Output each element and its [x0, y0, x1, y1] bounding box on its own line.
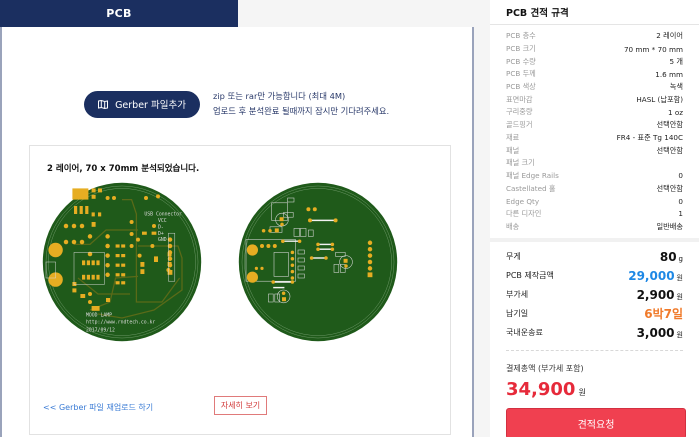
spec-row: PCB 수량 5 개 [506, 55, 683, 68]
spec-value: FR4 - 표준 Tg 140C [616, 132, 683, 142]
spec-value: 1.6 mm [655, 69, 683, 79]
spec-row: 다른 디자인 1 [506, 208, 683, 221]
weight-label: 무게 [506, 252, 521, 261]
analysis-result-title: 2 레이어, 70 x 70mm 분석되었습니다. [47, 164, 200, 174]
spec-value: 선택안함 [656, 120, 683, 130]
pcb-price-label: PCB 제작금액 [506, 271, 554, 280]
spec-value: 1 oz [667, 107, 683, 117]
request-quote-button[interactable]: 견적요청 [506, 408, 686, 437]
spec-label: 구리중량 [506, 107, 533, 117]
spec-label: PCB 두께 [506, 69, 536, 79]
spec-value: 선택안함 [656, 183, 683, 193]
spec-label: 패널 Edge Rails [506, 170, 559, 180]
silk-vcc: VCC [158, 218, 167, 224]
section-divider [490, 238, 699, 242]
upload-note: zip 또는 rar만 가능합니다 (최대 4M) 업로드 후 분석완료 될때까… [213, 89, 389, 119]
lead-time-value: 6박7일 [644, 307, 683, 321]
silk-board-name: MOOD LAMP [86, 312, 112, 318]
spec-value: 일반배송 [656, 221, 683, 231]
spec-row: Castellated 홀 선택안함 [506, 182, 683, 195]
spec-label: PCB 크기 [506, 44, 536, 54]
dotted-divider [506, 350, 683, 351]
spec-value: 2 레이어 [656, 31, 683, 41]
spec-label: 다른 디자인 [506, 208, 542, 218]
spec-row: PCB 층수 2 레이어 [506, 30, 683, 43]
spec-value: 0 [678, 196, 683, 206]
spec-value: 선택안함 [656, 145, 683, 155]
spec-row: 구리중량 1 oz [506, 106, 683, 119]
vat-label: 부가세 [506, 290, 529, 299]
spec-value: 70 mm * 70 mm [623, 44, 683, 54]
spec-row: 패널 Edge Rails 0 [506, 170, 683, 183]
spec-row: PCB 두께 1.6 mm [506, 68, 683, 81]
spec-label: Edge Qty [506, 196, 540, 206]
spec-label: 배송 [506, 221, 520, 231]
spec-label: 패널 [506, 145, 520, 155]
spec-row: 재료 FR4 - 표준 Tg 140C [506, 132, 683, 145]
spec-label: 표면마감 [506, 94, 533, 104]
add-gerber-file-label: Gerber 파일추가 [115, 100, 186, 111]
spec-label: PCB 색상 [506, 82, 536, 92]
spec-label: 재료 [506, 132, 520, 142]
spec-value: 0 [678, 171, 683, 181]
silk-dminus: D- [158, 224, 164, 230]
spec-row: 골드핑거 선택안함 [506, 119, 683, 132]
spec-label: Castellated 홀 [506, 183, 556, 193]
spec-row: Edge Qty 0 [506, 195, 683, 208]
add-gerber-file-button[interactable]: Gerber 파일추가 [84, 90, 200, 118]
spec-row: PCB 크기 70 mm * 70 mm [506, 43, 683, 56]
lead-time-row: 납기일 6박7일 [506, 304, 683, 323]
spec-row: PCB 색상 녹색 [506, 81, 683, 94]
silk-gnd: GND [158, 237, 167, 243]
total-label: 결제총액 (부가세 포함) [506, 364, 584, 373]
upload-note-line1: zip 또는 rar만 가능합니다 (최대 4M) [213, 91, 346, 101]
main-panel: Gerber 파일추가 zip 또는 rar만 가능합니다 (최대 4M) 업로… [0, 27, 474, 437]
reupload-gerber-link[interactable]: << Gerber 파일 재업로드 하기 [43, 403, 154, 412]
tab-pcb[interactable]: PCB [0, 0, 238, 27]
map-book-icon [98, 99, 109, 109]
upload-note-line2: 업로드 후 분석완료 될때까지 잠시만 기다려주세요. [213, 106, 390, 116]
spec-title: PCB 견적 규격 [490, 0, 699, 25]
silk-dplus: D+ [158, 231, 164, 237]
spec-row: 배송 일반배송 [506, 220, 683, 233]
spec-label: PCB 층수 [506, 31, 536, 41]
analysis-result-card: 2 레이어, 70 x 70mm 분석되었습니다. [29, 145, 451, 435]
spec-row: 패널 크기 [506, 157, 683, 170]
tab-bar: PCB [0, 0, 490, 27]
pcb-top-render: USB Connector VCC D- D+ GND MOOD LAMP ht… [42, 182, 202, 342]
spec-value: 1 [678, 209, 683, 219]
lead-time-label: 납기일 [506, 309, 529, 318]
silk-usb-label: USB Connector [144, 212, 182, 218]
view-details-button[interactable]: 자세히 보기 [214, 396, 267, 415]
spec-value: 녹색 [669, 82, 683, 92]
spec-label: 골드핑거 [506, 120, 533, 130]
spec-label: 패널 크기 [506, 158, 535, 168]
spec-value: HASL (납포함) [636, 94, 683, 104]
pcb-bottom-render [238, 182, 398, 342]
quote-spec-sidebar: PCB 견적 규격 PCB 층수 2 레이어 PCB 크기 70 mm * 70 m… [490, 0, 699, 437]
shipping-label: 국내운송료 [506, 328, 543, 337]
spec-label: PCB 수량 [506, 56, 536, 66]
silk-url: http://www.rndtech.co.kr [86, 320, 155, 326]
spec-list: PCB 층수 2 레이어 PCB 크기 70 mm * 70 mm PCB 수량 5 … [490, 25, 699, 233]
silk-date: 2017/09/12 [86, 328, 115, 334]
spec-row: 패널 선택안함 [506, 144, 683, 157]
upload-row: Gerber 파일추가 zip 또는 rar만 가능합니다 (최대 4M) 업로… [84, 89, 389, 119]
spec-value: 5 개 [669, 56, 683, 66]
spec-row: 표면마감 HASL (납포함) [506, 93, 683, 106]
